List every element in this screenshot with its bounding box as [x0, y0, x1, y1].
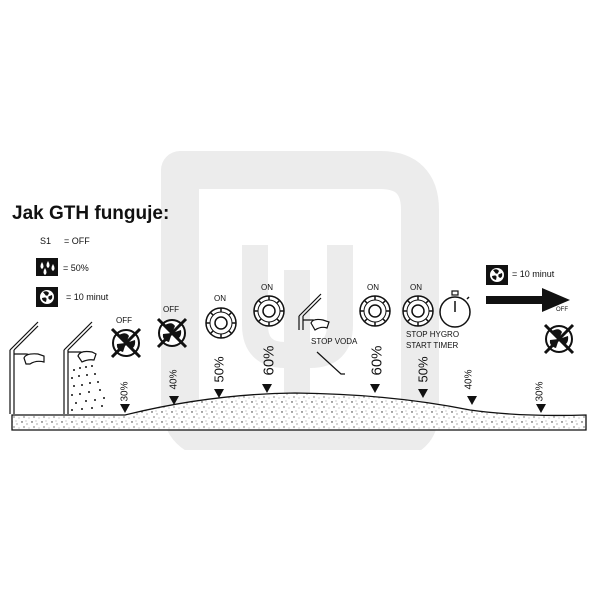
fan-1-state: OFF	[116, 316, 132, 325]
fan-6-state: ON	[410, 283, 422, 292]
timer-fan-icon	[486, 265, 508, 285]
fan-3-state: ON	[214, 294, 226, 303]
fan-on-icon	[253, 295, 285, 327]
level-marker-6	[418, 389, 428, 398]
legend-s1-text: = OFF	[64, 236, 90, 246]
stop-hygro-label: STOP HYGRO	[406, 330, 460, 339]
level-marker-8	[536, 404, 546, 413]
legend-s1-symbol: S1	[40, 236, 52, 246]
faucet-icon	[298, 293, 345, 375]
level-marker-7	[467, 396, 477, 405]
right-legend-timer-text: = 10 minut	[512, 269, 555, 279]
page-title: Jak GTH funguje:	[12, 203, 170, 224]
fan-4-state: ON	[261, 283, 273, 292]
fan-off-icon	[110, 327, 142, 359]
level-marker-2	[169, 396, 179, 405]
level-marker-3	[214, 389, 224, 398]
fan-on-icon	[359, 295, 391, 327]
arrow-right-icon	[486, 288, 570, 312]
start-timer-label: START TIMER	[406, 341, 459, 350]
fan-on-icon	[402, 295, 434, 327]
faucet-icon	[9, 321, 45, 414]
level-marker-5	[370, 384, 380, 393]
legend-humidity-text: = 50%	[63, 263, 89, 273]
fan-off-icon	[156, 317, 188, 349]
ground-profile	[11, 392, 587, 431]
fan-5-state: ON	[367, 283, 379, 292]
fan-on-icon	[205, 307, 237, 339]
legend-timer-text: = 10 minut	[66, 292, 109, 302]
shower-head-icon	[63, 321, 105, 414]
level-marker-1	[120, 404, 130, 413]
humidity-icon	[36, 258, 58, 276]
timer-fan-icon	[36, 287, 58, 307]
level-marker-4	[262, 384, 272, 393]
stop-voda-label: STOP VODA	[311, 337, 358, 346]
fan-off-icon	[543, 323, 575, 355]
stopwatch-icon	[439, 290, 471, 328]
fan-7-state: OFF	[556, 307, 568, 313]
fan-2-state: OFF	[163, 305, 179, 314]
